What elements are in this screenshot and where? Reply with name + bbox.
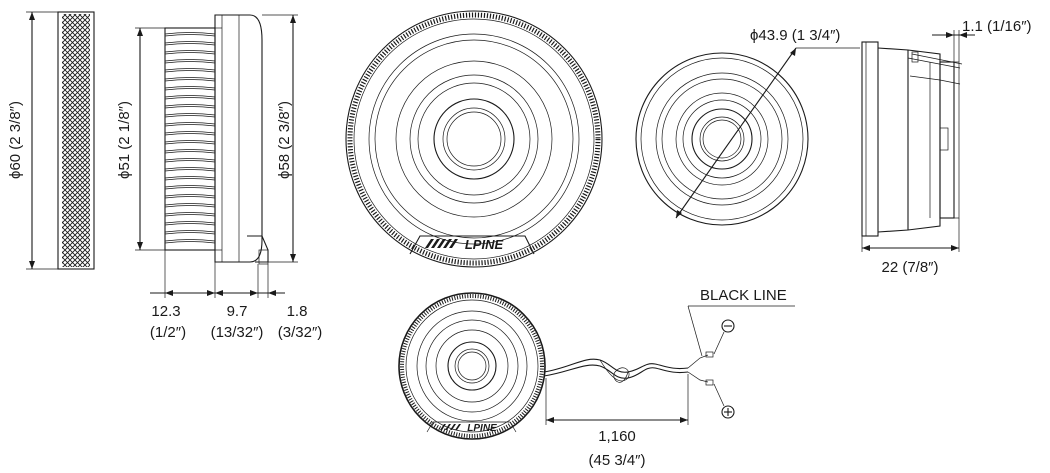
- threaded-body-side-view: ϕ51 (2 1/8″) ϕ58 (2 3/8″) 12.3 (1/2″) 9.…: [116, 14, 323, 341]
- front-view-rim: LPINE: [345, 10, 603, 268]
- w97-inch-label: (13/32″): [211, 324, 264, 341]
- brand-badge-small: LPINE: [426, 421, 517, 434]
- d58-label: ϕ58 (2 3/8″): [276, 101, 293, 179]
- cable-length-inch-label: (45 3/4″): [588, 452, 645, 469]
- cable-length-label: 1,160: [598, 428, 636, 445]
- w18-inch-label: (3/32″): [278, 324, 323, 341]
- w18-label: 1.8: [287, 303, 308, 320]
- t11-label: 1.1 (1/16″): [962, 18, 1032, 35]
- positive-terminal-mark: [713, 383, 735, 419]
- side-profile-view: 1.1 (1/16″) 22 (7/8″): [861, 18, 1032, 276]
- negative-terminal-mark: [713, 319, 735, 355]
- knurl-pattern: [62, 14, 90, 267]
- tweeter-cable-view: LPINE BLACK LINE: [398, 287, 795, 469]
- brand-badge: LPINE: [409, 235, 535, 255]
- d51-label: ϕ51 (2 1/8″): [116, 101, 133, 179]
- d43-label: ϕ43.9 (1 3/4″): [750, 27, 840, 44]
- d43-dimension-line: [675, 47, 797, 219]
- flange-section: [214, 14, 269, 265]
- w123-inch-label: (1/2″): [150, 324, 186, 341]
- ring-side-view: ϕ60 (2 3/8″): [7, 11, 95, 270]
- w22-label: 22 (7/8″): [881, 259, 938, 276]
- speaker-cable: [543, 351, 714, 386]
- w97-label: 9.7: [227, 303, 248, 320]
- thread-section: [164, 27, 216, 251]
- brand-logo-text-small: LPINE: [467, 423, 497, 434]
- front-view-plain: ϕ43.9 (1 3/4″): [635, 27, 860, 226]
- w123-label: 12.3: [151, 303, 180, 320]
- brand-logo-text: LPINE: [465, 237, 504, 252]
- black-line-label: BLACK LINE: [700, 287, 787, 304]
- d60-label: ϕ60 (2 3/8″): [7, 101, 24, 179]
